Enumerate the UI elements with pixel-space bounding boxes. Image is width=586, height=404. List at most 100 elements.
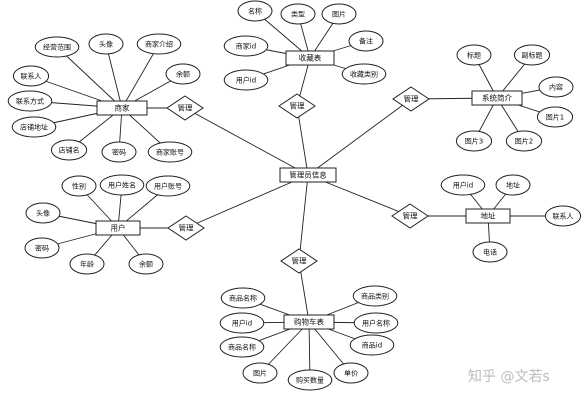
attribute-label-news-2: 内容 (549, 83, 563, 92)
attribute-ellipse-cart-2 (219, 312, 265, 334)
attribute-label-shop-7: 店铺名 (59, 146, 80, 155)
entity-box-shop (96, 100, 148, 116)
attribute-label-cart-7: 购买数量 (296, 376, 324, 385)
attribute-ellipse-cart-6 (242, 362, 278, 384)
attribute-label-shop-6: 店铺地址 (20, 123, 48, 132)
entity-label-address: 地址 (481, 211, 496, 221)
attribute-ellipse-address-0 (440, 174, 486, 196)
diagram-shapes: 管理员信息管理商家经营范围头像商家介绍余额联系人联系方式店铺地址店铺名密码商家账… (7, 0, 582, 391)
attribute-label-collect-2: 图片 (332, 10, 346, 19)
attribute-ellipse-cart-1 (352, 285, 398, 307)
relation-label-user: 管理 (179, 223, 194, 233)
attribute-ellipse-collect-6 (341, 63, 387, 85)
attribute-label-shop-3: 余额 (176, 70, 190, 79)
attribute-label-collect-1: 类型 (291, 10, 305, 19)
attribute-ellipse-news-3 (536, 106, 574, 128)
attribute-label-user-5: 年龄 (80, 260, 94, 269)
attribute-label-shop-4: 联系人 (21, 72, 42, 81)
attribute-ellipse-collect-4 (348, 30, 384, 52)
attribute-label-collect-0: 名称 (248, 7, 262, 16)
attribute-ellipse-user-3 (25, 202, 61, 224)
attribute-ellipse-collect-1 (280, 3, 316, 25)
attribute-label-shop-1: 头像 (99, 40, 113, 49)
entity-label-shop: 商家 (115, 103, 130, 113)
attribute-ellipse-cart-3 (353, 312, 399, 334)
attribute-label-user-2: 用户账号 (154, 182, 182, 191)
attribute-label-cart-2: 用户id (232, 319, 252, 328)
attribute-label-cart-1: 商品类别 (361, 292, 389, 301)
attribute-label-user-3: 头像 (36, 209, 50, 218)
attribute-label-shop-0: 经营范围 (43, 43, 71, 52)
entity-label-news: 系统简介 (482, 93, 512, 103)
attribute-ellipse-news-4 (455, 130, 493, 152)
attribute-ellipse-shop-3 (165, 63, 201, 85)
attribute-label-news-5: 图片2 (515, 137, 533, 146)
attribute-label-shop-5: 联系方式 (16, 97, 44, 106)
center-entity-label: 管理员信息 (289, 170, 327, 180)
line-center-to-relation-collect (296, 105, 309, 176)
attribute-ellipse-user-2 (145, 175, 191, 197)
entity-box-cart (283, 314, 335, 330)
relation-diamond-collect (278, 93, 316, 119)
attribute-label-address-3: 电话 (483, 248, 497, 257)
entity-box-user (95, 220, 141, 236)
relation-diamond-user (167, 215, 205, 241)
attribute-ellipse-collect-2 (321, 3, 357, 25)
attribute-ellipse-shop-6 (11, 116, 57, 138)
attribute-ellipse-news-1 (513, 44, 551, 66)
attribute-label-shop-2: 商家介绍 (145, 40, 173, 49)
attribute-ellipse-shop-7 (50, 139, 88, 161)
relation-diamond-cart (280, 248, 318, 274)
attribute-ellipse-user-4 (24, 237, 60, 259)
attribute-ellipse-cart-5 (349, 334, 395, 356)
relation-label-address: 管理 (403, 211, 418, 221)
attribute-ellipse-cart-8 (333, 362, 369, 384)
attribute-label-collect-3: 商家id (236, 42, 256, 51)
attribute-ellipse-shop-1 (88, 33, 124, 55)
attribute-label-cart-8: 单价 (344, 369, 358, 378)
attribute-ellipse-cart-4 (219, 336, 265, 358)
line-entity-to-attribute-shop-0 (56, 46, 123, 109)
line-entity-to-attribute-shop-1 (105, 43, 123, 109)
attribute-ellipse-shop-9 (147, 141, 193, 163)
attribute-ellipse-address-3 (472, 241, 508, 263)
attribute-ellipse-user-1 (99, 174, 145, 196)
attribute-ellipse-shop-8 (101, 141, 137, 163)
relation-diamond-address (391, 203, 429, 229)
attribute-label-address-0: 用户id (453, 181, 473, 190)
attribute-label-cart-3: 用户名称 (362, 319, 390, 328)
entity-box-address (465, 208, 511, 224)
attribute-ellipse-cart-7 (287, 369, 333, 391)
relation-diamond-news (392, 86, 430, 112)
attribute-ellipse-address-1 (495, 174, 531, 196)
attribute-label-shop-9: 商家账号 (156, 148, 184, 157)
attribute-ellipse-collect-0 (237, 0, 273, 22)
attribute-label-collect-6: 收藏类别 (350, 70, 378, 79)
attribute-ellipse-shop-2 (136, 33, 182, 55)
line-center-to-relation-cart (298, 174, 309, 262)
attribute-ellipse-user-5 (69, 253, 105, 275)
attribute-label-cart-4: 商品名称 (228, 343, 256, 352)
attribute-label-address-2: 联系人 (553, 212, 574, 221)
attribute-ellipse-shop-4 (12, 65, 50, 87)
attribute-label-news-4: 图片3 (465, 137, 483, 146)
line-center-to-relation-shop (184, 107, 309, 176)
relation-label-shop: 管理 (178, 103, 193, 113)
entity-box-news (471, 90, 523, 106)
attribute-ellipse-collect-3 (223, 35, 269, 57)
attribute-ellipse-cart-0 (220, 287, 266, 309)
attribute-ellipse-user-0 (61, 175, 97, 197)
attribute-label-user-4: 密码 (35, 244, 49, 253)
attribute-ellipse-collect-5 (223, 69, 269, 91)
line-center-to-relation-news (307, 98, 412, 176)
line-entity-to-attribute-shop-2 (121, 43, 160, 109)
attribute-ellipse-shop-5 (7, 90, 53, 112)
attribute-label-cart-0: 商品名称 (229, 294, 257, 303)
attribute-label-collect-5: 用户id (236, 76, 256, 85)
attribute-ellipse-shop-0 (34, 36, 80, 58)
attribute-label-user-1: 用户姓名 (108, 181, 136, 190)
attribute-label-address-1: 地址 (506, 181, 520, 190)
watermark: 知乎 @文若s (468, 369, 550, 385)
attribute-label-cart-6: 图片 (253, 369, 267, 378)
attribute-label-news-1: 副标题 (522, 51, 543, 60)
